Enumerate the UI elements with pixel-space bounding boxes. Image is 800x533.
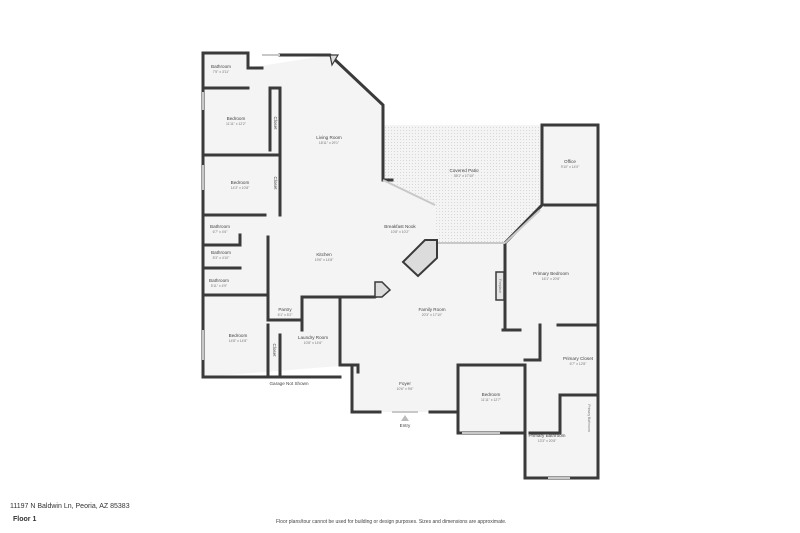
room-label: Primary Bedroom <box>533 271 569 276</box>
room-label: Pantry <box>278 307 292 312</box>
floor-label: Floor 1 <box>13 516 37 523</box>
office-area <box>542 125 598 205</box>
room-dimensions: 18'11" x 29'1" <box>319 141 340 145</box>
room-label: Covered Patio <box>449 168 479 173</box>
garage-note: Garage Not Shown <box>269 381 309 386</box>
room-dimensions: 6'7" x 4'6" <box>213 230 229 234</box>
room-labels: Bathroom 7'5" x 3'11" Bedroom 11'11" x 1… <box>209 64 594 443</box>
room-dimensions: 5'11" x 4'9" <box>211 284 228 288</box>
room-label: Bathroom <box>211 64 231 69</box>
room-label: Fireplace <box>498 279 502 293</box>
room-label: Office <box>564 159 576 164</box>
room-dimensions: 20'3" x 17'10" <box>422 313 443 317</box>
room-label: Bathroom <box>211 250 231 255</box>
room-dimensions: 16'1" x 20'8" <box>542 277 561 281</box>
room-label: Kitchen <box>316 252 332 257</box>
room-label: Primary Bathroom <box>528 433 565 438</box>
entry-arrow-icon <box>401 415 409 421</box>
room-label: Bathroom <box>210 224 230 229</box>
room-dimensions: 9'10" x 14'0" <box>561 165 580 169</box>
room-dimensions: 8'3" x 4'10" <box>213 256 231 260</box>
room-label: Closet <box>272 343 277 357</box>
kitchen-island <box>401 239 438 278</box>
windows <box>202 54 570 479</box>
room-label: Bedroom <box>227 116 246 121</box>
room-label: Bedroom <box>231 180 250 185</box>
room-label: Living Room <box>316 135 342 140</box>
room-dimensions: 35'1" x 17'10" <box>454 174 475 178</box>
room-dimensions: 7'5" x 3'11" <box>213 70 230 74</box>
fireplace-icon <box>495 271 505 301</box>
counter-fixture <box>374 281 392 298</box>
entry-label: Entry <box>400 423 411 428</box>
disclaimer: Floor plans/tour cannot be used for buil… <box>276 519 507 525</box>
room-dimensions: 10'6" x 9'6" <box>397 387 415 391</box>
room-label: Primary Closet <box>563 356 594 361</box>
room-label: Bedroom <box>482 392 501 397</box>
room-label: Primary Bathroom <box>587 404 591 431</box>
room-dimensions: 14'8" x 14'8" <box>229 339 248 343</box>
covered-patio-area <box>383 125 542 243</box>
room-dimensions: 11'11" x 12'7" <box>481 398 502 402</box>
room-dimensions: 10'8" x 14'6" <box>304 341 323 345</box>
room-label: Laundry Room <box>298 335 328 340</box>
property-address: 11197 N Baldwin Ln, Peoria, AZ 85383 <box>10 503 130 510</box>
room-label: Bathroom <box>209 278 229 283</box>
room-label: Family Room <box>418 307 445 312</box>
room-label: Foyer <box>399 381 411 386</box>
room-label: Breakfast Nook <box>384 224 416 229</box>
room-dimensions: 19'6" x 14'8" <box>315 258 334 262</box>
room-label: Closet <box>273 116 278 130</box>
room-dimensions: 6'7" x 12'8" <box>570 362 588 366</box>
room-dimensions: 13'3" x 20'8" <box>538 439 557 443</box>
room-dimensions: 11'11" x 12'2" <box>226 122 247 126</box>
room-label: Bedroom <box>229 333 248 338</box>
room-dimensions: 6'1" x 5'2" <box>278 313 294 317</box>
room-label: Closet <box>273 176 278 190</box>
corner-fixture <box>329 54 340 67</box>
room-dimensions: 14'3" x 10'8" <box>231 186 250 190</box>
room-dimensions: 10'8" x 10'2" <box>391 230 410 234</box>
floor-area <box>203 53 598 478</box>
